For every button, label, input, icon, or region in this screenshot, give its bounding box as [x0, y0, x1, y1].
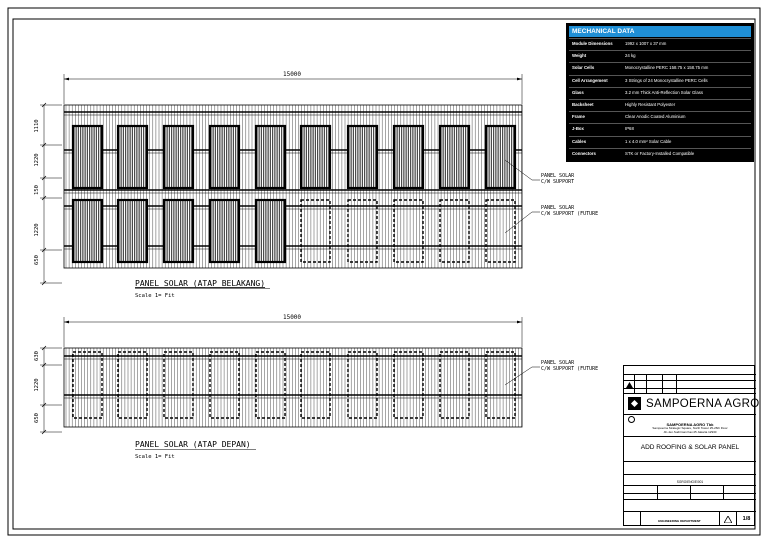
- top-panel-view: 15000 1110 1220 150 1220 650 PANEL SOLAR…: [34, 71, 598, 299]
- company-logo-text: SAMPOERNA AGRO: [646, 398, 760, 410]
- owner-name: SAMPOERNA AGRO Tbk: [666, 422, 714, 427]
- view-scale-bottom: Scale 1= Fit: [135, 454, 175, 460]
- solar-panels-bottom: [72, 351, 516, 419]
- mechanical-data-row: Module Dimensions 1992 x 1007 x 37 mm: [569, 38, 751, 49]
- mechanical-data-key: Solar Cells: [572, 65, 595, 71]
- drawing-number: SGRO/ENG/E/001: [676, 480, 704, 484]
- roof-purlins-bottom: [64, 355, 522, 399]
- revision-triangle-icon: [626, 382, 633, 388]
- mechanical-data-key: Weight: [572, 53, 587, 59]
- mechanical-data-row: J-Box IP68: [569, 123, 751, 134]
- view-title-top: PANEL SOLAR (ATAP BELAKANG): [135, 279, 265, 288]
- leader-line-1: [504, 159, 540, 181]
- dim-1110: 1110: [34, 119, 40, 132]
- mechanical-data-row: Connectors STK or Factory-Installed Compa…: [569, 147, 751, 159]
- dim-1220-c: 1220: [34, 378, 40, 391]
- owner-address: Sampoerna Strategic Square, North Tower …: [652, 426, 728, 434]
- solar-panels-top: [71, 124, 517, 264]
- mechanical-data-row: Weight 24 kg: [569, 50, 751, 61]
- dim-1220-a: 1220: [34, 153, 40, 166]
- mechanical-data-value: 1992 x 1007 x 37 mm: [625, 41, 667, 46]
- leader-line-2: [504, 211, 540, 234]
- mechanical-data-key: Module Dimensions: [572, 41, 613, 46]
- mechanical-data-value: Clear Anodic Coated Aluminium: [625, 114, 686, 120]
- mechanical-data-row: Cables 1 x 4.0 mm² Solar Cable: [569, 135, 751, 147]
- owner-logo-icon: [628, 416, 635, 423]
- view-scale-top: Scale 1= Fit: [135, 293, 175, 299]
- mechanical-data-value: 24 kg: [625, 53, 636, 59]
- overall-dim-bottom: 15000: [283, 314, 301, 321]
- mechanical-data-value: 3.2 mm Thick Anti-Reflection Solar Glass: [625, 89, 704, 95]
- sheet-number: 1/8: [742, 516, 751, 522]
- dim-1220-b: 1220: [34, 223, 40, 236]
- dim-650-b: 650: [34, 413, 40, 423]
- mechanical-data-value: 3 Strings of 24 Monocrystalline PERC Cel…: [625, 77, 708, 83]
- dim-650: 650: [34, 255, 40, 265]
- mechanical-data-row: Backsheet Highly Resistant Polyester: [569, 99, 751, 110]
- mechanical-data-value: STK or Factory-Installed Compatible: [625, 150, 695, 156]
- company-logo-icon: [628, 397, 641, 410]
- mechanical-data-table: MECHANICAL DATA Module Dimensions 1992 x …: [566, 23, 754, 162]
- outer-border: [7, 7, 761, 536]
- title-block: SAMPOERNA AGRO SAMPOERNA AGRO Tbk Sampoe…: [623, 365, 759, 526]
- mechanical-data-value: 1 x 4.0 mm² Solar Cable: [625, 138, 672, 144]
- dim-150: 150: [34, 185, 40, 195]
- mechanical-data-row: Glass 3.2 mm Thick Anti-Reflection Solar …: [569, 86, 751, 98]
- mechanical-data-key: Cell Arrangement: [572, 77, 608, 83]
- mechanical-data-row: Frame Clear Anodic Coated Aluminium: [569, 111, 751, 122]
- mechanical-data-key: Frame: [572, 114, 585, 120]
- mechanical-data-value: Monocrystalline PERC 158.75 x 158.75 mm: [625, 65, 709, 71]
- mechanical-data-row: Solar Cells Monocrystalline PERC 158.75 x…: [569, 62, 751, 73]
- mechanical-data-value: Highly Resistant Polyester: [625, 102, 676, 107]
- view-title-bottom: PANEL SOLAR (ATAP DEPAN): [135, 440, 251, 449]
- leader-line-3: [504, 366, 540, 386]
- project-title: ADD ROOFING & SOLAR PANEL: [640, 444, 740, 451]
- department: ENGINEERING DEPARTMENT: [658, 519, 701, 523]
- mechanical-data-key: Connectors: [572, 150, 596, 156]
- mechanical-data-key: Glass: [572, 89, 584, 95]
- mechanical-data-key: Cables: [572, 138, 587, 144]
- dim-630: 630: [34, 351, 40, 361]
- mechanical-data-key: Backsheet: [572, 102, 594, 107]
- mechanical-data-value: IP68: [625, 126, 634, 132]
- sheet-triangle-icon: [724, 516, 732, 523]
- mechanical-data-row: Cell Arrangement 3 Strings of 24 Monocrys…: [569, 74, 751, 86]
- mechanical-data-key: J-Box: [572, 126, 584, 132]
- inner-border: [12, 18, 756, 530]
- mechanical-data-title: MECHANICAL DATA: [569, 26, 751, 37]
- overall-dim-top: 15000: [283, 71, 301, 78]
